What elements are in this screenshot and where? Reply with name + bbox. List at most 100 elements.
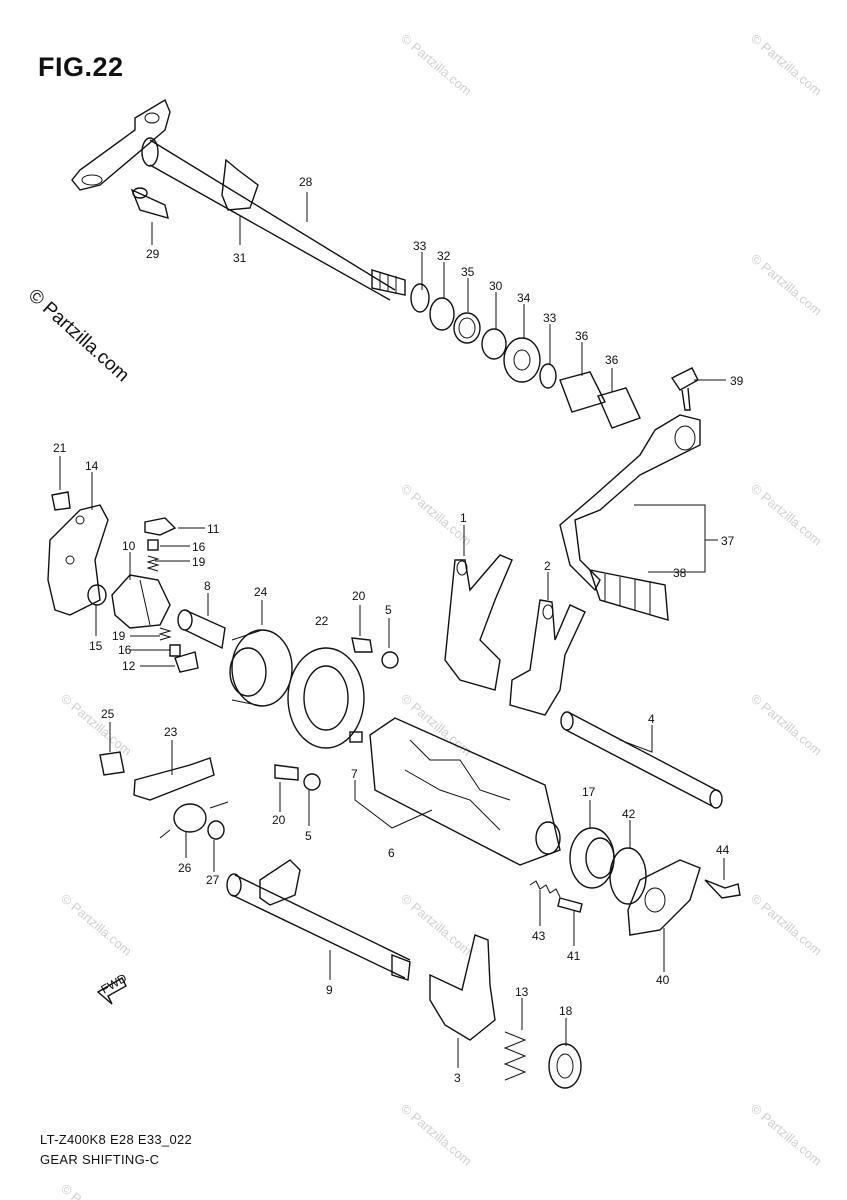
callout-43: 43 — [532, 929, 546, 943]
callout-labels: 28 29 31 33 32 35 30 34 33 36 36 39 37 3… — [53, 175, 744, 1085]
callout-19b: 19 — [112, 629, 126, 643]
callout-6: 6 — [388, 846, 395, 860]
pin-16 — [147, 539, 159, 551]
callout-3: 3 — [454, 1071, 461, 1085]
cover-40 — [627, 859, 701, 936]
pedal-bolt — [670, 367, 699, 411]
callout-19: 19 — [192, 555, 206, 569]
bolt-20 — [351, 637, 373, 653]
background-watermark: © Partzilla.com — [398, 31, 475, 99]
figure-title: FIG.22 — [38, 52, 124, 82]
callout-18: 18 — [559, 1004, 573, 1018]
callout-23: 23 — [164, 725, 178, 739]
callout-20: 20 — [352, 589, 366, 603]
shaft-washer-stack — [410, 283, 557, 389]
callout-5: 5 — [385, 603, 392, 617]
callout-44: 44 — [716, 843, 730, 857]
callout-40: 40 — [656, 973, 670, 987]
callout-17: 17 — [582, 785, 596, 799]
shift-fork-1 — [444, 554, 513, 691]
callout-13: 13 — [515, 985, 529, 999]
callout-2: 2 — [544, 559, 551, 573]
callout-41: 41 — [567, 949, 581, 963]
bolt-25 — [99, 751, 125, 776]
callout-21: 21 — [53, 441, 67, 455]
callout-16b: 16 — [118, 643, 132, 657]
callout-14: 14 — [85, 459, 99, 473]
pin-41 — [557, 897, 583, 913]
callout-29: 29 — [146, 247, 160, 261]
background-watermark: © Partzilla.com — [398, 1101, 475, 1169]
callout-12: 12 — [122, 659, 136, 673]
callout-31: 31 — [233, 251, 247, 265]
diagram-code: LT-Z400K8 E28 E33_022 — [40, 1132, 193, 1147]
callout-22: 22 — [315, 614, 329, 628]
callout-16: 16 — [192, 540, 206, 554]
spring-26 — [159, 801, 229, 839]
callout-36b: 36 — [605, 353, 619, 367]
background-watermark: © Partzilla.com — [58, 1181, 135, 1200]
pin-16b — [169, 644, 181, 657]
callout-26: 26 — [178, 861, 192, 875]
callout-42: 42 — [622, 807, 636, 821]
background-watermark: © Partzilla.com — [748, 481, 825, 549]
callout-27: 27 — [206, 873, 220, 887]
o-ring-42 — [609, 847, 647, 905]
pawl-12 — [174, 651, 199, 673]
callout-25: 25 — [101, 707, 115, 721]
background-watermark: © Partzilla.com — [748, 1101, 825, 1169]
callout-20b: 20 — [272, 813, 286, 827]
washer-27 — [207, 820, 225, 840]
background-watermark: © Partzilla.com — [748, 891, 825, 959]
callout-9: 9 — [326, 983, 333, 997]
callout-7: 7 — [351, 767, 358, 781]
background-watermark: © Partzilla.com — [58, 691, 135, 759]
callout-32: 32 — [437, 249, 451, 263]
callout-36: 36 — [575, 329, 589, 343]
background-watermark: © Partzilla.com — [748, 691, 825, 759]
pawl-11 — [144, 517, 177, 536]
callout-4: 4 — [648, 712, 655, 726]
background-watermark: © Partzilla.com — [398, 891, 475, 959]
bolt-20b — [274, 764, 299, 781]
gear-shift-cam — [229, 629, 293, 707]
callout-24: 24 — [254, 585, 268, 599]
bearing-22 — [287, 647, 365, 749]
oil-seal-18 — [548, 1043, 582, 1089]
callout-30: 30 — [489, 279, 503, 293]
stopper-23 — [133, 757, 215, 801]
washer-5b — [303, 773, 321, 791]
bolt-21 — [51, 491, 71, 511]
shift-fork-3 — [429, 934, 496, 1041]
spring-19b — [158, 627, 172, 641]
washer-5 — [381, 651, 399, 669]
spring-13 — [503, 1031, 527, 1081]
watermark-layer: © Partzilla.com © Partzilla.com © Partzill… — [58, 31, 825, 1200]
callout-5b: 5 — [305, 829, 312, 843]
callout-8: 8 — [204, 579, 211, 593]
background-watermark: © Partzilla.com — [58, 891, 135, 959]
callout-38: 38 — [673, 566, 687, 580]
background-watermark: © Partzilla.com — [748, 251, 825, 319]
callout-37: 37 — [721, 534, 735, 548]
callout-1: 1 — [460, 511, 467, 525]
fwd-arrow-icon: FWD — [96, 971, 129, 1005]
gear-shift-cam-drum — [369, 717, 561, 866]
stud-bolt — [130, 187, 169, 219]
diagram-name: GEAR SHIFTING-C — [40, 1152, 160, 1167]
spring-43 — [529, 880, 561, 898]
shift-fork-2 — [509, 599, 586, 716]
callout-33b: 33 — [543, 311, 557, 325]
spring-19 — [146, 555, 160, 572]
shift-cam-plate — [47, 504, 109, 616]
gearshift-shaft — [71, 98, 406, 301]
callout-34: 34 — [517, 291, 531, 305]
callout-28: 28 — [299, 175, 313, 189]
callout-11: 11 — [207, 522, 220, 536]
background-watermark: © Partzilla.com — [748, 31, 825, 99]
callout-10: 10 — [122, 539, 136, 553]
callout-15: 15 — [89, 639, 103, 653]
callout-33: 33 — [413, 239, 427, 253]
shaft-8 — [177, 609, 226, 650]
